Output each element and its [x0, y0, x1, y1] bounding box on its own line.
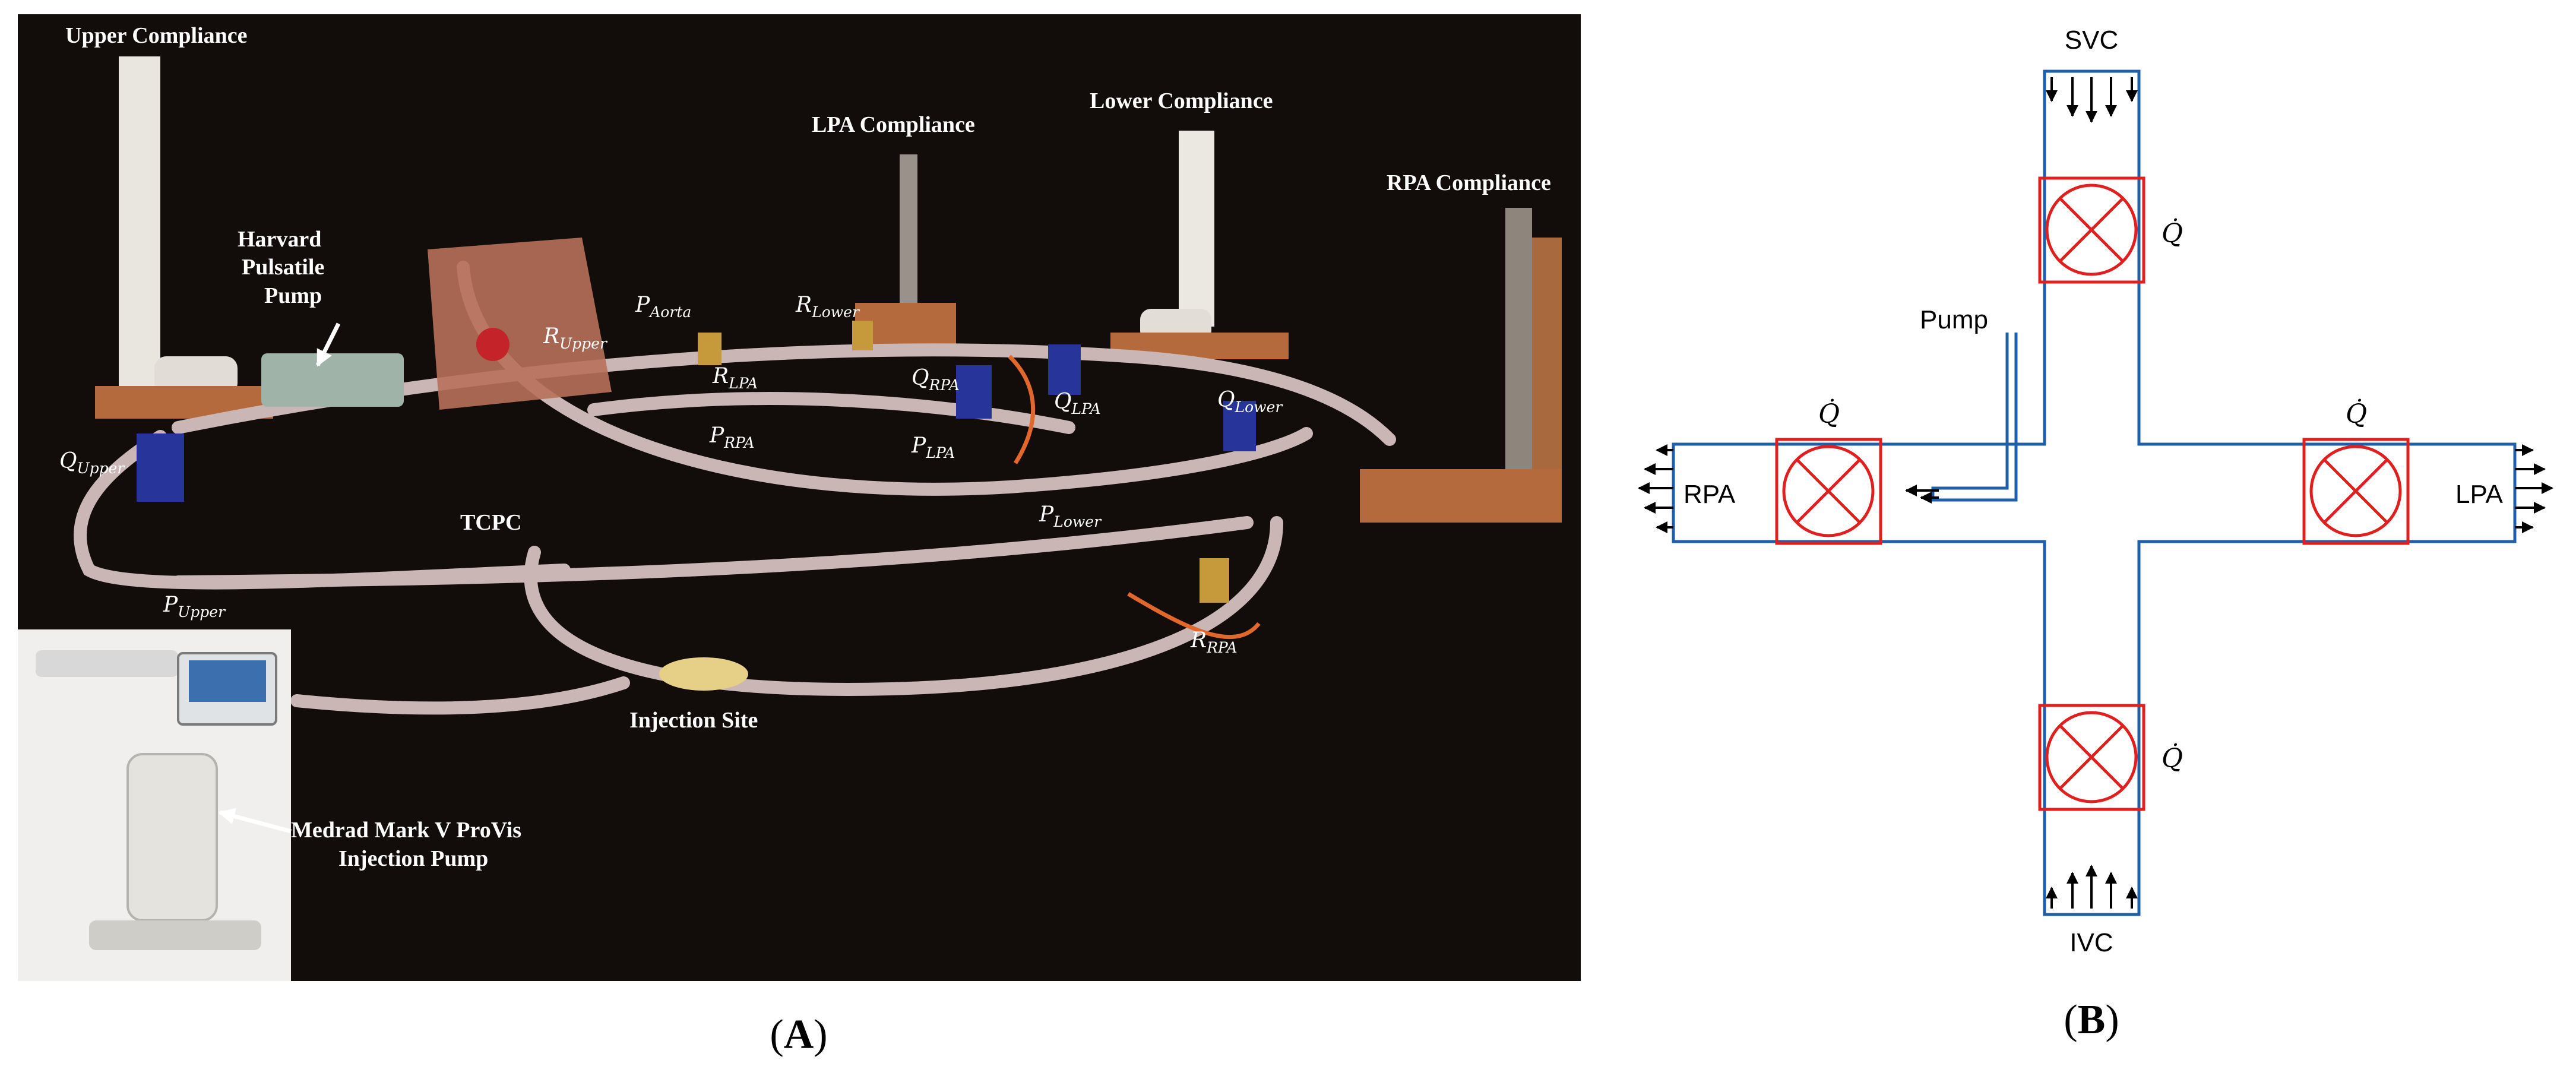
rpa-compliance-column — [1505, 208, 1532, 487]
label-rpa: RPA — [1683, 480, 1736, 509]
lower-compliance-column — [1179, 131, 1214, 327]
rpa-compliance-wood — [1360, 469, 1562, 523]
valve-lpa — [698, 333, 721, 365]
flow-box-rpa — [1775, 438, 1882, 545]
tube-pump-outlet — [290, 676, 630, 715]
label-pump: Pump — [1920, 305, 1988, 334]
label-lpa: LPA — [2455, 480, 2504, 509]
label-q-lpa: Q̇ — [2346, 398, 2367, 429]
biohazard-icon — [476, 328, 509, 361]
svc-inflow-arrows — [2046, 77, 2138, 123]
panel-a-photo: Upper Compliance Harvard Pulsatile Pump … — [18, 14, 1581, 981]
label-harvard-line2: Pulsatile — [242, 255, 324, 280]
vessel-cross-outline — [1672, 69, 2517, 916]
label-harvard-line1: Harvard — [238, 227, 321, 252]
reservoir — [428, 238, 612, 410]
panel-b-label: (B) — [2064, 997, 2119, 1043]
medrad-screen-display — [189, 660, 266, 702]
label-p-upper: PUpper — [163, 593, 226, 621]
valve-lower — [852, 321, 873, 350]
label-lpa-compliance: LPA Compliance — [812, 112, 975, 137]
label-p-lpa: PLPA — [911, 433, 955, 461]
label-p-rpa: PRPA — [709, 423, 755, 451]
upper-compliance-column — [119, 56, 160, 389]
pump-catheter — [1931, 333, 2018, 502]
tube-rpa-branch — [587, 392, 1075, 434]
label-q-svc: Q̇ — [2162, 217, 2183, 249]
panel-a-label: (A) — [770, 1012, 827, 1058]
label-lower-compliance: Lower Compliance — [1090, 88, 1273, 113]
orange-line-2 — [1127, 591, 1261, 640]
ivc-inflow-arrows — [2046, 865, 2138, 909]
harvard-arrow — [315, 322, 341, 367]
flow-probe-lpa — [1048, 344, 1081, 395]
label-medrad-line2: Injection Pump — [338, 846, 488, 871]
label-q-rpa: Q̇ — [1818, 398, 1840, 429]
medrad-arm — [36, 650, 178, 677]
label-p-aorta: PAorta — [635, 293, 691, 321]
label-ivc: IVC — [2069, 928, 2113, 957]
injection-site-body — [659, 657, 748, 691]
label-harvard-line3: Pump — [264, 283, 322, 308]
label-svc: SVC — [2065, 26, 2118, 55]
label-r-rpa: RRPA — [1190, 628, 1238, 656]
label-injection-site: Injection Site — [629, 708, 758, 733]
label-r-lpa: RLPA — [712, 364, 758, 392]
label-tcpc: TCPC — [460, 510, 521, 535]
pump-outflow-arrows — [1905, 485, 1939, 504]
valve-rpa — [1200, 558, 1229, 603]
label-rpa-compliance: RPA Compliance — [1387, 170, 1551, 195]
orange-lines — [1008, 355, 1261, 640]
label-q-lower: QLower — [1217, 388, 1283, 416]
orange-line-1 — [1008, 355, 1036, 464]
flow-probe-upper — [137, 433, 184, 502]
tube-main-horizontal — [172, 516, 1254, 588]
panel-b-schematic: SVC IVC RPA LPA Pump Q̇ Q̇ Q̇ Q̇ — [1638, 26, 2553, 957]
label-q-ivc: Q̇ — [2162, 742, 2183, 774]
label-q-rpa: QRPA — [912, 366, 960, 394]
flow-probe-rpa — [956, 365, 992, 419]
label-medrad-line1: Medrad Mark V ProVis — [291, 818, 521, 843]
label-q-lpa: QLPA — [1054, 390, 1101, 417]
label-r-upper: RUpper — [543, 324, 608, 352]
label-r-lower: RLower — [795, 293, 860, 321]
label-q-upper: QUpper — [59, 449, 125, 477]
label-p-lower: PLower — [1039, 502, 1102, 530]
rpa-outflow-arrows — [1638, 444, 1673, 533]
lpa-compliance-column — [900, 154, 917, 315]
tube-lower-loop — [524, 516, 1283, 696]
medrad-base — [89, 920, 261, 950]
flow-box-ivc — [2038, 704, 2145, 811]
flow-box-lpa — [2302, 438, 2410, 545]
lpa-outflow-arrows — [2515, 444, 2553, 533]
flow-probe-lower — [1223, 401, 1256, 451]
medrad-arrow — [218, 808, 292, 834]
medrad-body — [126, 753, 218, 922]
harvard-pump-body — [261, 353, 404, 407]
label-upper-compliance: Upper Compliance — [65, 23, 247, 48]
flow-box-svc — [2038, 176, 2145, 284]
upper-compliance-elbow — [154, 356, 238, 395]
